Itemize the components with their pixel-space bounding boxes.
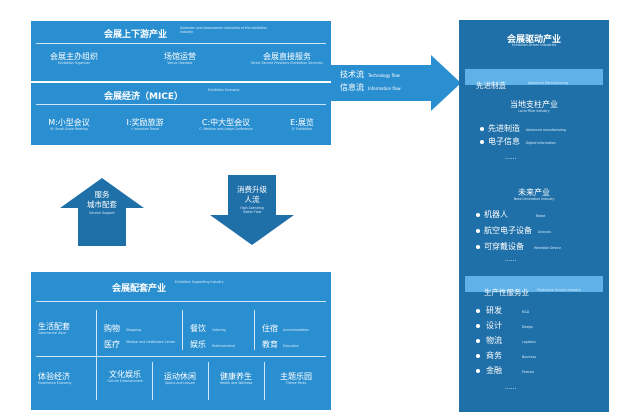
divider	[182, 310, 183, 350]
local-pillar-heading: 当地支柱产业 Local Pillar Industry	[510, 100, 558, 113]
divider	[36, 43, 326, 44]
bullet-icon	[476, 339, 480, 343]
divider	[36, 356, 326, 357]
up-arrow-icon	[60, 178, 144, 246]
organizer-cell: 会展主办组织 Exhibition Organizer	[50, 52, 98, 65]
supporting-title-en: Exhibition Supporting Industry	[175, 280, 224, 284]
consumption-label: 消费升级 人流 High-Spending Visitor Flow	[237, 185, 267, 214]
divider	[96, 310, 97, 400]
divider	[152, 362, 153, 400]
divider	[254, 310, 255, 350]
right-arrow-icon	[331, 55, 461, 111]
divider	[264, 362, 265, 400]
supporting-title: 会展配套产业	[112, 284, 167, 294]
bullet-icon	[480, 127, 484, 131]
theme-parks: 主题乐园 Theme Parks	[280, 372, 312, 385]
productive-service-bar	[465, 276, 603, 292]
mice-title-en: Exhibition Economy	[208, 88, 240, 92]
bullet-icon	[476, 309, 480, 313]
health-wellness: 健康养生 Health and Wellness	[219, 372, 253, 385]
upstream-downstream-panel	[31, 21, 331, 81]
upstream-title: 会展上下游产业	[104, 30, 168, 40]
service-support-label: 服务 城市配套 Service Support	[87, 190, 117, 215]
divider	[36, 104, 326, 105]
upstream-title-en: Upstream and downstream industries of th…	[180, 26, 268, 34]
future-industry-heading: 未来产业 Next-Generation Industry	[513, 188, 555, 201]
driven-title: 会展驱动产业	[506, 35, 561, 45]
bullet-icon	[476, 324, 480, 328]
supporting-industry-panel	[31, 272, 331, 410]
culture-entertainment: 文化娱乐 Culture Entertainment	[107, 370, 143, 383]
living-facilities: 生活配套 Commercial Zone	[38, 322, 70, 335]
bullet-icon	[476, 213, 480, 217]
bullet-icon	[476, 229, 480, 233]
ellipsis: ......	[505, 154, 517, 161]
direct-service-cell: 会展直接服务 Direct Service Providers (Exhibit…	[251, 52, 323, 65]
experience-economy: 体验经济 Experience Economy	[38, 372, 72, 385]
bullet-icon	[476, 245, 480, 249]
sports-leisure: 运动休闲 Sports and Leisure	[164, 372, 196, 385]
down-arrow-icon	[210, 175, 294, 245]
bullet-icon	[476, 369, 480, 373]
ellipsis: ......	[505, 384, 517, 391]
driven-title-en: Exhibition-Driven Industries	[511, 43, 557, 47]
bullet-icon	[476, 354, 480, 358]
driven-industries-panel	[459, 20, 609, 412]
divider	[36, 301, 326, 302]
mice-title: 会展经济（MICE）	[104, 92, 184, 102]
divider	[208, 362, 209, 400]
bullet-icon	[480, 140, 484, 144]
ellipsis: ......	[505, 256, 517, 263]
venue-cell: 场馆运营 Venue Operator	[164, 52, 196, 65]
mice-panel	[31, 83, 331, 145]
advanced-manufacturing-bar	[465, 69, 603, 85]
